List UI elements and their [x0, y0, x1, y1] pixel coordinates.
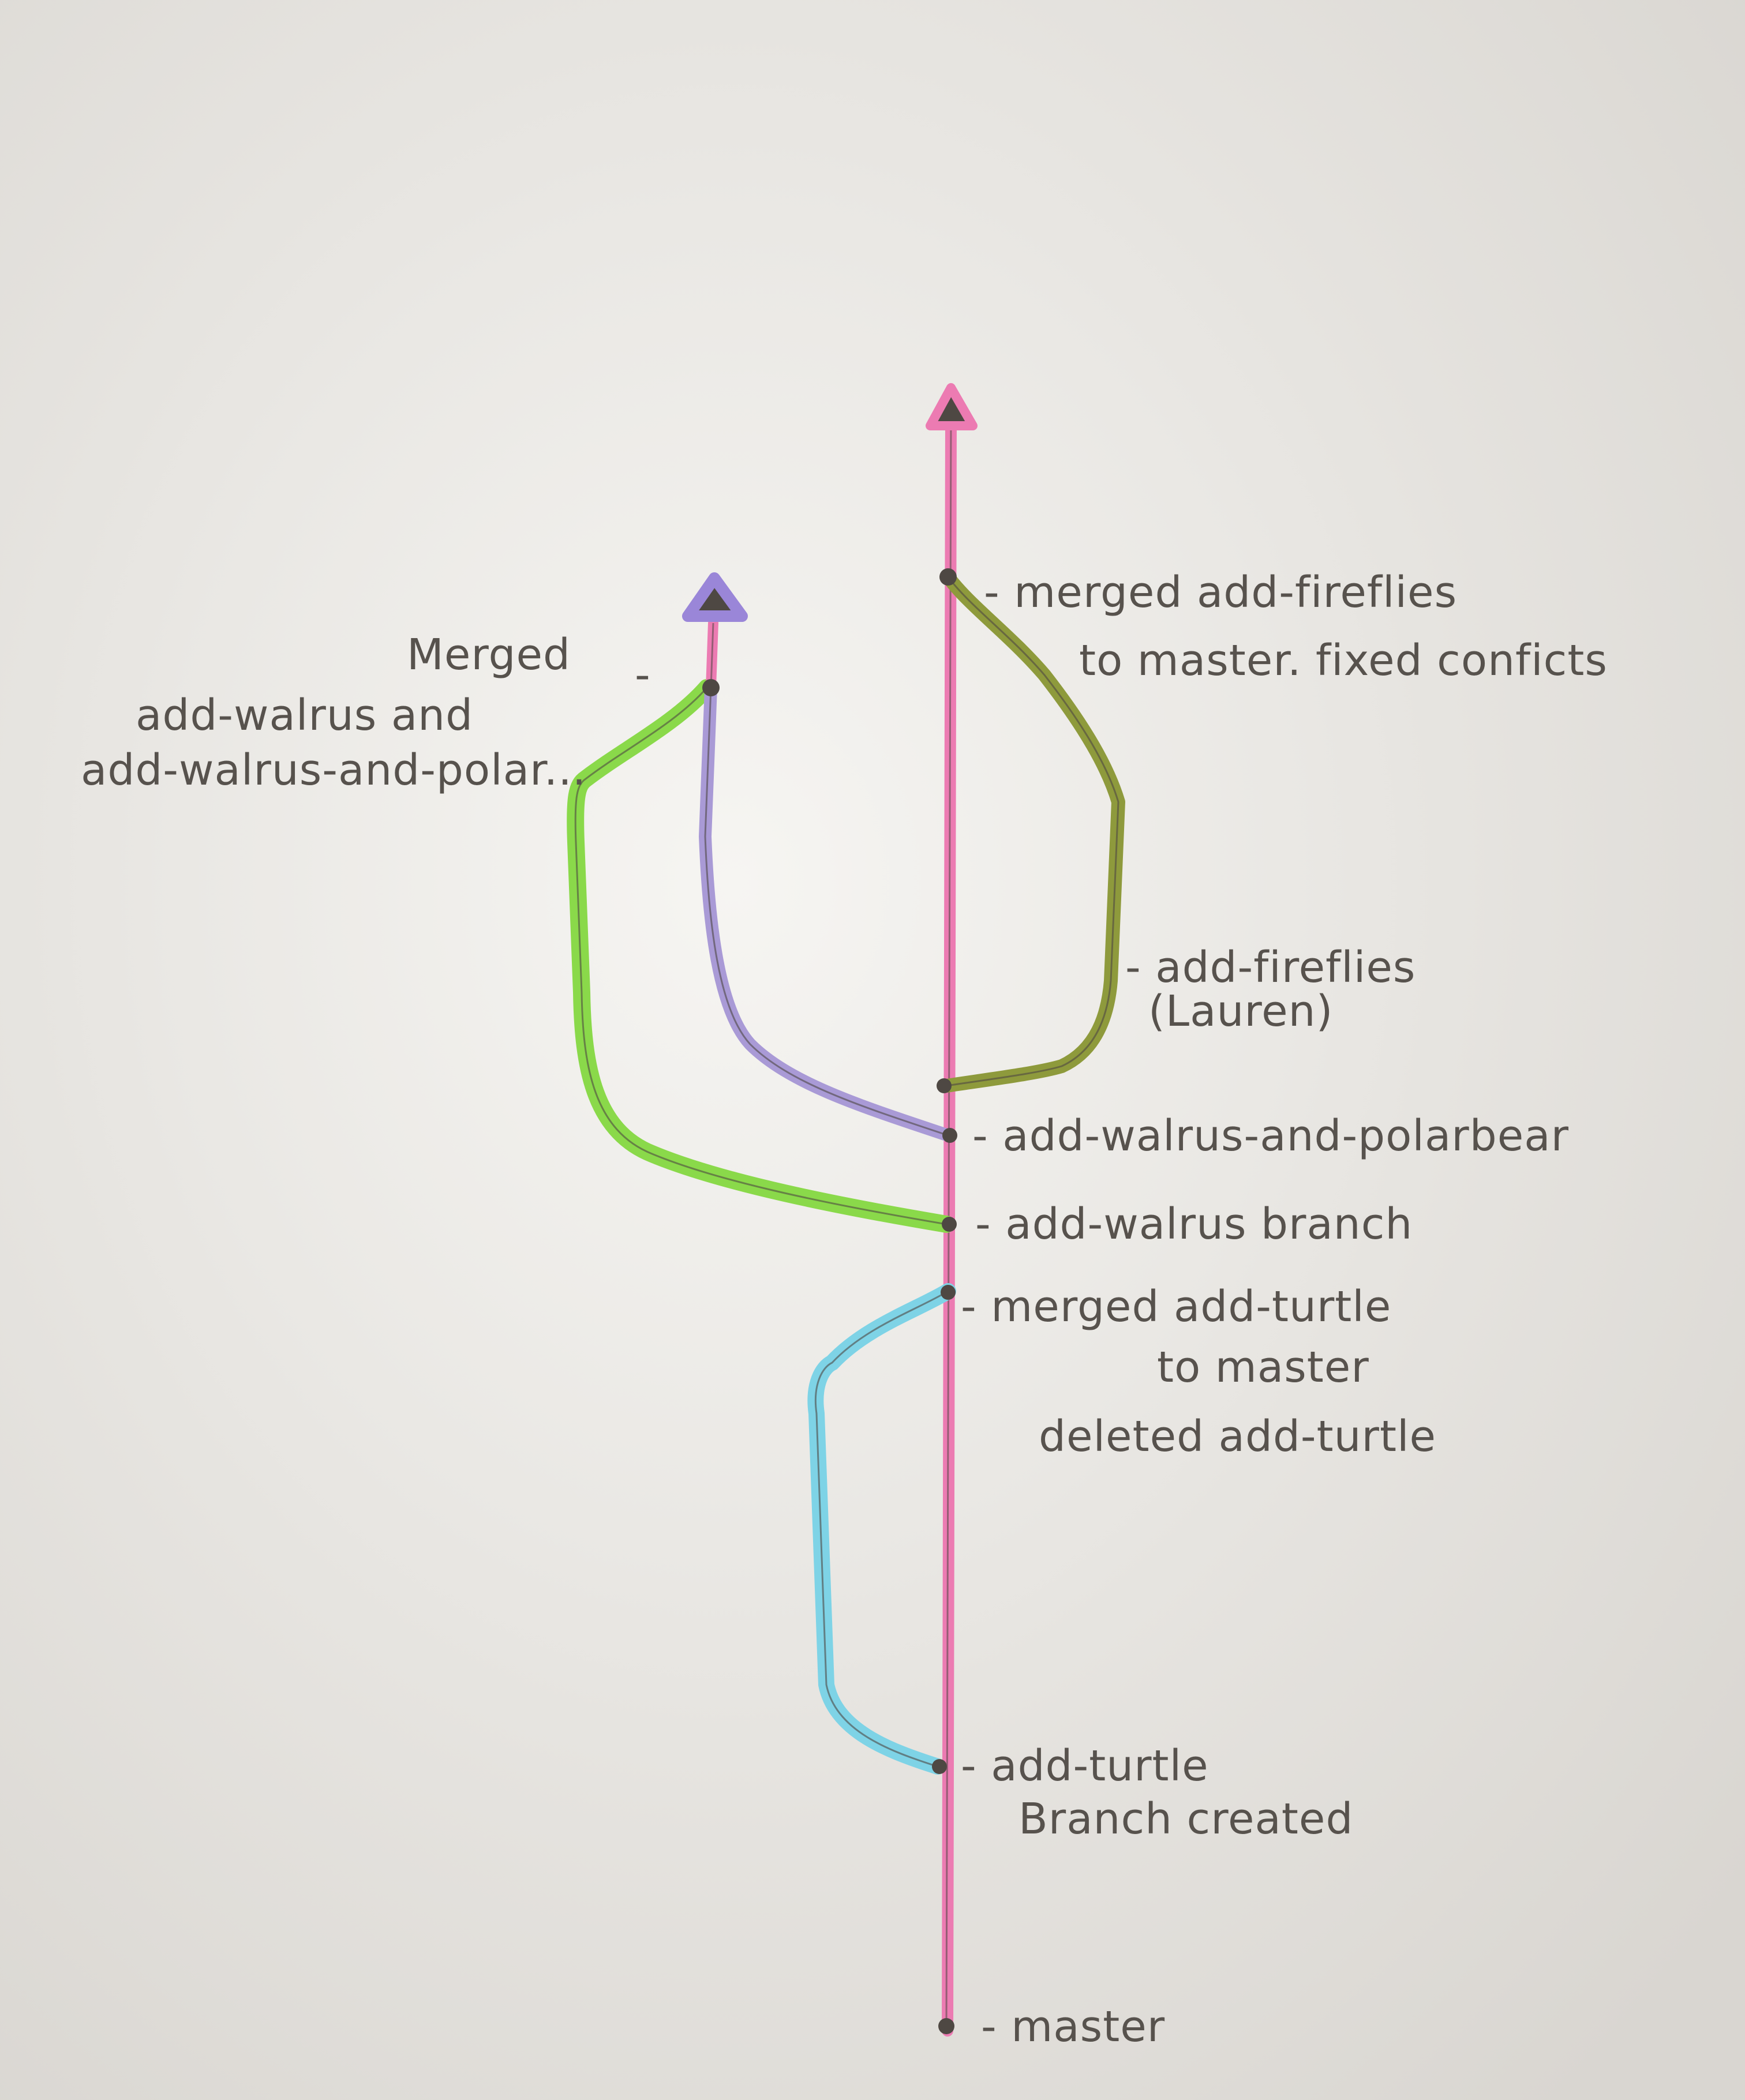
commit-dot-icon: [942, 1128, 957, 1143]
polarbear-branch: [682, 572, 954, 1142]
commit-dot-icon: [942, 1217, 957, 1232]
merged-walrus-head-pencil: [710, 622, 714, 688]
commit-dot-icon: [941, 1285, 956, 1300]
commit-dots: [702, 568, 957, 2034]
label-add-turtle: - add-turtle: [961, 1741, 1209, 1791]
label-branch-created: Branch created: [1018, 1794, 1353, 1844]
label-merged: Merged: [407, 630, 571, 680]
label-dash-merged: -: [635, 650, 651, 700]
polarbear-branch-pencil: [704, 687, 949, 1137]
commit-dot-icon: [937, 1078, 952, 1093]
label-add-fireflies: - add-fireflies: [1125, 943, 1416, 992]
merged-walrus-triangle-arrow-icon: [682, 572, 748, 622]
commit-dot-icon: [939, 568, 957, 586]
label-add-walrus-and-polarbear: - add-walrus-and-polarbear: [972, 1111, 1569, 1161]
label-to-master-fixed-conflicts: to master. fixed conficts: [1079, 636, 1608, 685]
master-triangle-arrow-icon: [926, 383, 978, 430]
label-merged-add-fireflies: - merged add-fireflies: [984, 568, 1457, 617]
label-to-master: to master: [1157, 1342, 1369, 1392]
walrus-branch: [567, 679, 955, 1233]
label-lauren: (Lauren): [1148, 987, 1333, 1036]
label-add-walrus-and-polar: add-walrus-and-polar...: [81, 745, 586, 795]
fireflies-branch-pencil: [946, 576, 1119, 1087]
labels: - master - add-turtle Branch created - m…: [81, 568, 1608, 2052]
commit-dot-icon: [702, 679, 720, 696]
commit-dot-icon: [938, 2018, 954, 2034]
walrus-branch-pencil: [574, 687, 947, 1225]
turtle-branch-pencil: [814, 1290, 949, 1768]
turtle-branch: [807, 1283, 956, 1775]
fireflies-branch: [939, 570, 1125, 1093]
label-add-walrus-branch: - add-walrus branch: [975, 1199, 1413, 1249]
label-merged-add-turtle: - merged add-turtle: [961, 1282, 1391, 1332]
commit-dot-icon: [932, 1759, 947, 1774]
label-add-walrus-and: add-walrus and: [136, 691, 473, 740]
label-deleted-add-turtle: deleted add-turtle: [1039, 1412, 1436, 1461]
label-master: - master: [981, 2002, 1165, 2052]
